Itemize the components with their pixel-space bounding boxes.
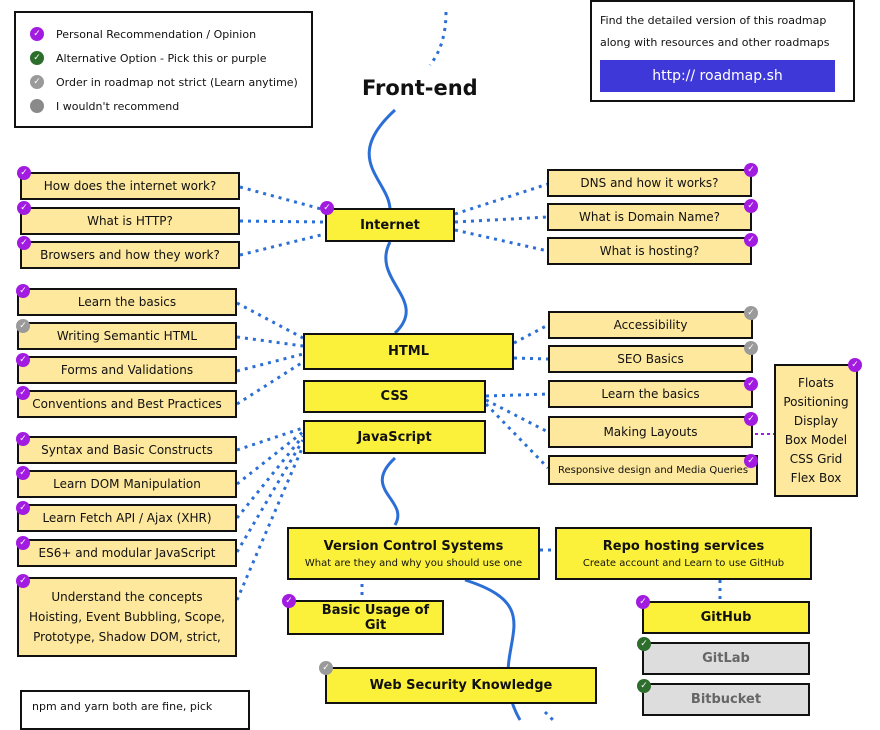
spine-segment-3 [380,456,400,526]
topic-box[interactable]: What is Domain Name? [547,203,752,231]
concepts-box[interactable]: Understand the concepts Hoisting, Event … [17,577,237,657]
node-internet[interactable]: Internet [325,208,455,242]
check-circle-icon: ✓ [16,319,30,333]
bottom-dotted-line [543,710,557,722]
topic-box[interactable]: Accessibility [548,311,753,339]
check-circle-icon: ✓ [16,536,30,550]
concepts-line: Understand the concepts [51,590,203,604]
top-dotted-line [428,11,448,66]
topic-box[interactable]: Responsive design and Media Queries [548,455,758,485]
check-circle-icon: ✓ [744,199,758,213]
layout-topic: CSS Grid [789,452,843,466]
layout-topic: Positioning [783,395,849,409]
node-subtitle: Create account and Learn to use GitHub [582,557,785,569]
check-circle-icon: ✓ [744,454,758,468]
roadmap-link-button[interactable]: http:// roadmap.sh [600,60,835,92]
node-css[interactable]: CSS [303,380,486,413]
topic-box[interactable]: Learn the basics [548,380,753,408]
legend-item: ✓ Personal Recommendation / Opinion [30,27,256,41]
layout-topic: Flex Box [790,471,842,485]
topic-box[interactable]: How does the internet work? [20,172,240,200]
topic-box[interactable]: SEO Basics [548,345,753,373]
topic-box[interactable]: What is hosting? [547,237,752,265]
layout-topic: Floats [798,376,834,390]
legend-item: I wouldn't recommend [30,99,179,113]
layout-topics-box[interactable]: Floats Positioning Display Box Model CSS… [774,364,858,497]
legend-item: ✓ Alternative Option - Pick this or purp… [30,51,266,65]
legend-label: Order in roadmap not strict (Learn anyti… [56,75,298,89]
legend-label: I wouldn't recommend [56,99,180,113]
check-circle-icon: ✓ [282,594,296,608]
layout-topic: Box Model [784,433,848,447]
node-github[interactable]: GitHub [642,601,810,634]
topic-box[interactable]: Browsers and how they work? [20,241,240,269]
node-javascript[interactable]: JavaScript [303,420,486,454]
topic-box[interactable]: Syntax and Basic Constructs [17,436,237,464]
check-circle-icon: ✓ [16,353,30,367]
check-circle-icon: ✓ [30,27,44,41]
node-subtitle: What are they and why you should use one [304,557,523,569]
node-version-control[interactable]: Version Control Systems What are they an… [287,527,540,580]
check-circle-icon: ✓ [744,412,758,426]
check-circle-icon: ✓ [16,432,30,446]
check-circle-icon: ✓ [17,166,31,180]
check-circle-icon: ✓ [744,377,758,391]
check-circle-icon: ✓ [744,306,758,320]
check-circle-icon: ✓ [17,236,31,250]
check-circle-icon: ✓ [637,679,651,693]
node-bitbucket[interactable]: Bitbucket [642,683,810,716]
check-circle-icon: ✓ [30,51,44,65]
topic-box[interactable]: ES6+ and modular JavaScript [17,539,237,567]
node-web-security[interactable]: Web Security Knowledge [325,667,597,704]
check-circle-icon: ✓ [744,233,758,247]
circle-icon [30,99,44,113]
note-box: npm and yarn both are fine, pick [20,690,250,730]
node-html[interactable]: HTML [303,333,514,370]
topic-box[interactable]: Learn the basics [17,288,237,316]
node-repo-hosting[interactable]: Repo hosting services Create account and… [555,527,812,580]
legend: ✓ Personal Recommendation / Opinion ✓ Al… [14,11,313,128]
node-title: Repo hosting services [602,538,765,554]
spine-segment-1 [367,108,397,211]
topic-box[interactable]: What is HTTP? [20,207,240,235]
check-circle-icon: ✓ [320,201,334,215]
check-circle-icon: ✓ [636,595,650,609]
topic-box[interactable]: DNS and how it works? [547,169,752,197]
check-circle-icon: ✓ [16,574,30,588]
legend-label: Personal Recommendation / Opinion [56,27,257,41]
node-gitlab[interactable]: GitLab [642,642,810,675]
check-circle-icon: ✓ [30,75,44,89]
topic-box[interactable]: Learn DOM Manipulation [17,470,237,498]
topic-box[interactable]: Conventions and Best Practices [17,390,237,418]
node-title: Version Control Systems [323,538,504,554]
check-circle-icon: ✓ [319,661,333,675]
check-circle-icon: ✓ [744,163,758,177]
check-circle-icon: ✓ [848,358,862,372]
topic-box[interactable]: Making Layouts [548,416,753,448]
check-circle-icon: ✓ [16,466,30,480]
concepts-line: Prototype, Shadow DOM, strict, [33,630,221,644]
topic-box[interactable]: Learn Fetch API / Ajax (XHR) [17,504,237,532]
check-circle-icon: ✓ [16,284,30,298]
layout-topic: Display [793,414,839,428]
check-circle-icon: ✓ [16,501,30,515]
node-git-usage[interactable]: Basic Usage of Git [287,600,444,635]
note-text: npm and yarn both are fine, pick [32,700,213,713]
promo-line: along with resources and other roadmaps [600,36,830,49]
spine-segment-2 [384,241,408,335]
page-title: Front-end [362,76,478,100]
legend-item: ✓ Order in roadmap not strict (Learn any… [30,75,298,89]
concepts-line: Hoisting, Event Bubbling, Scope, [29,610,225,624]
topic-box[interactable]: Writing Semantic HTML [17,322,237,350]
check-circle-icon: ✓ [16,386,30,400]
check-circle-icon: ✓ [637,637,651,651]
check-circle-icon: ✓ [744,341,758,355]
topic-box[interactable]: Forms and Validations [17,356,237,384]
promo-line: Find the detailed version of this roadma… [600,14,827,27]
legend-label: Alternative Option - Pick this or purple [56,51,267,65]
check-circle-icon: ✓ [17,201,31,215]
